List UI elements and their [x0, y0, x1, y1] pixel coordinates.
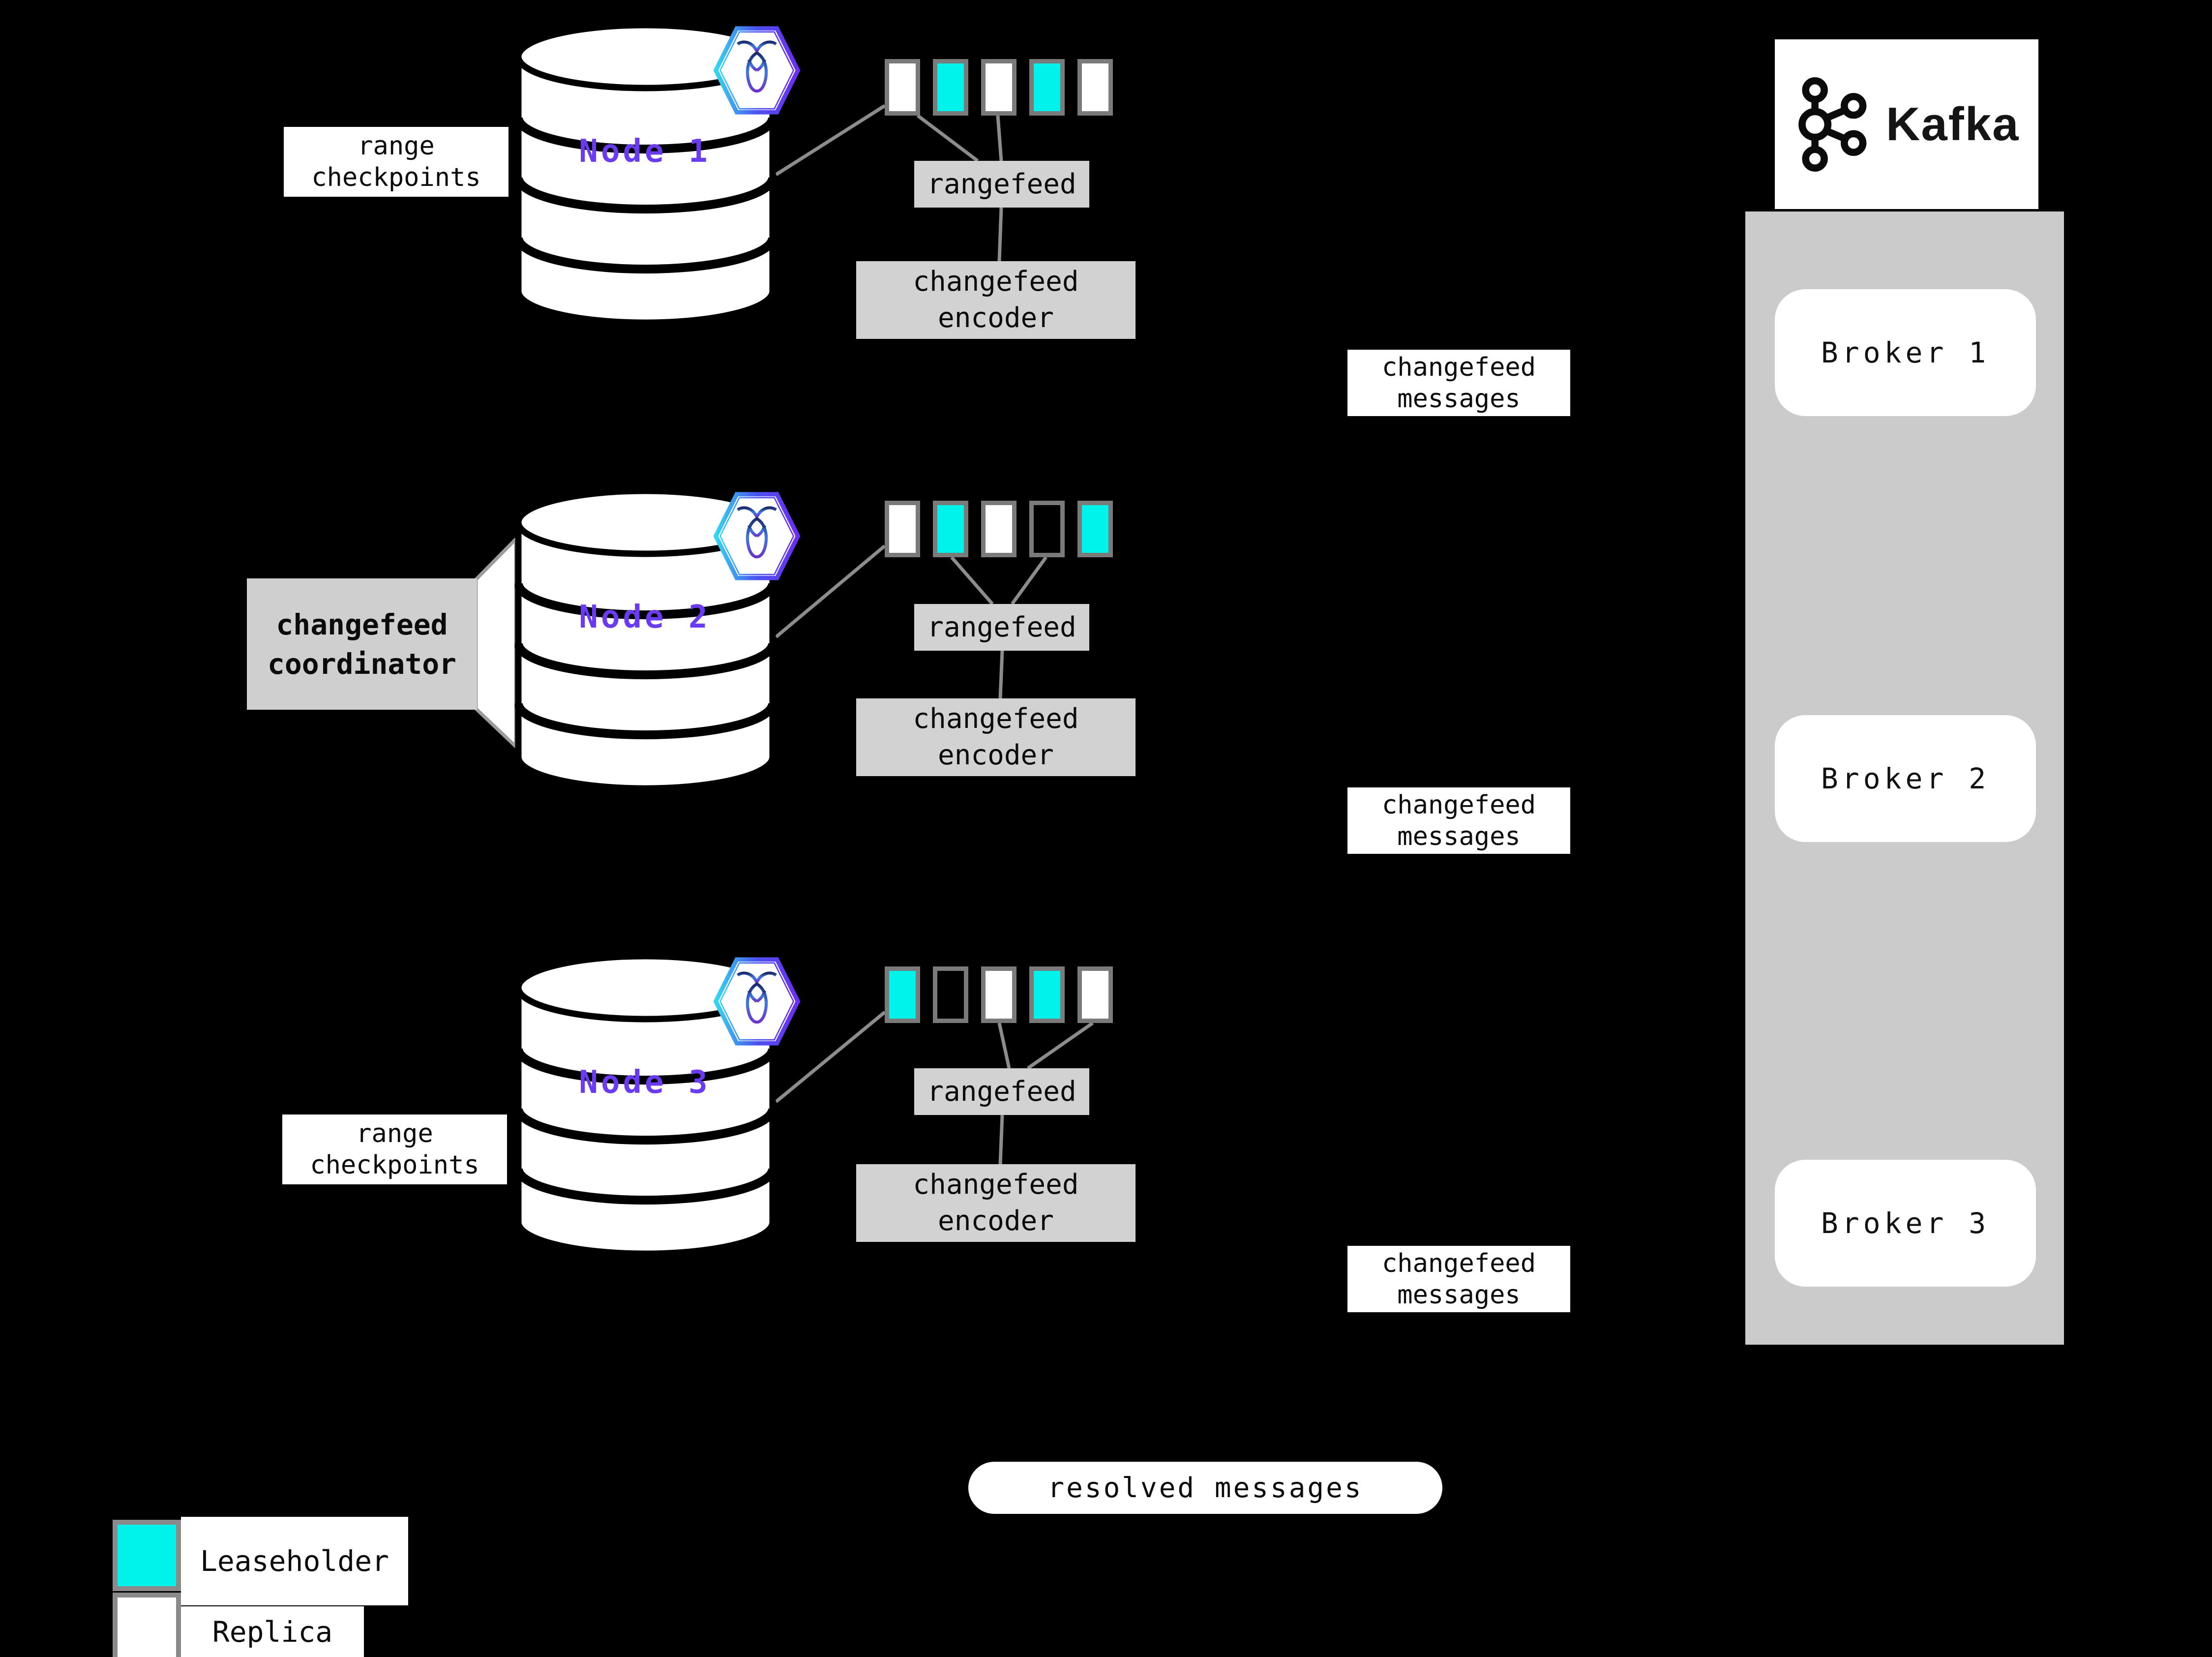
node2-label: Node 2: [579, 599, 711, 635]
node1-label: Node 1: [579, 133, 711, 170]
connector-node2-to-ranges: [775, 544, 886, 638]
range-checkpoints-label-node1: range checkpoints: [284, 127, 508, 197]
changefeed-messages-label-2: changefeed messages: [1347, 787, 1570, 854]
node2-range-4: [1029, 501, 1065, 557]
node2-range-2: [933, 501, 968, 557]
broker1-arrowhead-icon: [2056, 331, 2074, 348]
connector-range-to-rangefeed-3b: [1026, 1022, 1094, 1070]
broker-1: Broker 1: [1775, 289, 2036, 416]
changefeed-messages-label-3: changefeed messages: [1347, 1246, 1570, 1312]
connector-node1-to-ranges: [775, 104, 886, 176]
node3-range-5: [1077, 966, 1113, 1023]
changefeed-messages-label-1: changefeed messages: [1347, 350, 1570, 416]
node2-range-3: [981, 501, 1016, 557]
node1-range-5: [1077, 59, 1113, 116]
range-checkpoints-line2: checkpoints: [310, 1150, 479, 1180]
changefeed-encoder-box-node3: changefeed encoder: [856, 1164, 1136, 1242]
node3-database-cylinder: [515, 953, 776, 1257]
cockroachdb-badge-icon-node1: [713, 26, 801, 115]
connector-range-to-rangefeed-2a: [950, 556, 994, 605]
changefeed-coordinator-box: changefeed coordinator: [247, 578, 477, 710]
messages-line1: changefeed: [1381, 1248, 1536, 1278]
node1-range-1: [885, 59, 920, 116]
cockroachdb-badge-icon-node2: [713, 492, 801, 580]
legend-leaseholder-swatch: [113, 1520, 181, 1591]
range-checkpoints-line2: checkpoints: [311, 163, 481, 192]
messages-line1: changefeed: [1381, 352, 1536, 382]
node1-range-4: [1029, 59, 1065, 116]
node2-range-1: [885, 501, 920, 557]
node2-range-5: [1077, 501, 1113, 557]
connector-range-to-rangefeed-2b: [1011, 556, 1047, 605]
range-checkpoints-label-node3: range checkpoints: [282, 1115, 507, 1184]
encoder-line2: encoder: [937, 1205, 1054, 1237]
messages-line2: messages: [1397, 821, 1521, 851]
rangefeed-box-node3: rangefeed: [914, 1068, 1089, 1115]
connector-node3-to-ranges: [775, 1011, 886, 1103]
node3-range-1: [885, 966, 920, 1023]
broker-3: Broker 3: [1775, 1160, 2036, 1287]
broker-2: Broker 2: [1775, 715, 2036, 842]
encoder-line2: encoder: [937, 302, 1054, 334]
messages-line2: messages: [1397, 384, 1521, 414]
node3-range-3: [981, 966, 1016, 1023]
encoder-line2: encoder: [937, 739, 1054, 771]
connector-rangefeed-to-encoder-1: [997, 207, 1003, 262]
rangefeed-box-node2: rangefeed: [914, 604, 1089, 651]
node1-range-2: [933, 59, 968, 116]
connector-range-to-rangefeed-1a: [916, 114, 979, 162]
range-checkpoints-line1: range: [356, 1119, 433, 1148]
encoder-line1: changefeed: [913, 266, 1079, 298]
changefeed-encoder-box-node2: changefeed encoder: [856, 698, 1136, 776]
connector-rangefeed-to-encoder-2: [998, 650, 1004, 699]
node3-range-4: [1029, 966, 1065, 1023]
kafka-wordmark: Kafka: [1886, 97, 2020, 151]
legend-replica-swatch: [113, 1593, 181, 1657]
legend-leaseholder-label: Leaseholder: [181, 1517, 408, 1605]
encoder-line1: changefeed: [913, 1169, 1079, 1201]
rangefeed-box-node1: rangefeed: [914, 161, 1089, 208]
cockroachdb-badge-icon-node3: [713, 957, 801, 1046]
resolved-messages-pill: resolved messages: [968, 1462, 1442, 1514]
connector-range-to-rangefeed-3a: [997, 1023, 1011, 1069]
connector-rangefeed-to-encoder-3: [998, 1115, 1004, 1165]
connector-range-to-rangefeed-1b: [996, 115, 1003, 161]
kafka-logo-icon: [1798, 77, 1867, 172]
encoder-line1: changefeed: [913, 703, 1079, 735]
coordinator-flag-panel: [474, 535, 518, 751]
messages-line1: changefeed: [1381, 790, 1536, 820]
coordinator-line2: coordinator: [267, 647, 457, 681]
coordinator-line1: changefeed: [276, 607, 448, 641]
node1-range-3: [981, 59, 1016, 116]
range-checkpoints-line1: range: [358, 131, 435, 161]
node3-label: Node 3: [579, 1064, 711, 1101]
changefeed-encoder-box-node1: changefeed encoder: [856, 261, 1136, 339]
legend-replica-label: Replica: [181, 1606, 364, 1657]
messages-line2: messages: [1397, 1280, 1521, 1310]
node3-range-2: [933, 966, 968, 1023]
node2-database-cylinder: [515, 487, 776, 792]
kafka-brand-box: Kafka: [1775, 39, 2038, 209]
